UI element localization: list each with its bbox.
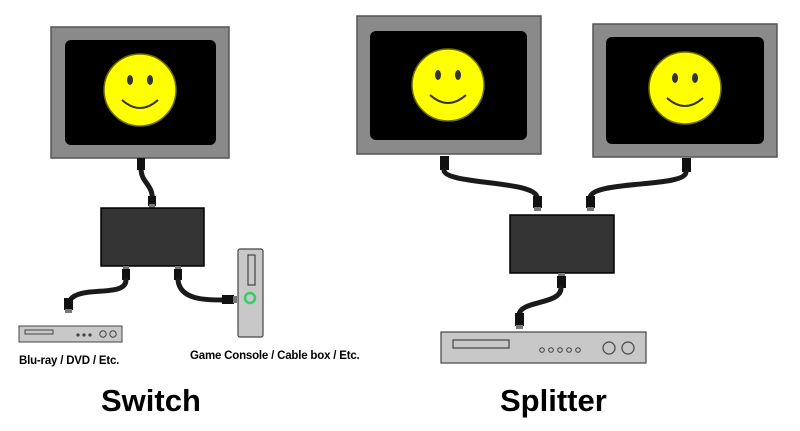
splitter-right-cable-icon (586, 158, 691, 211)
splitter-smiley-left-icon (411, 48, 485, 122)
switch-title: Switch (101, 383, 201, 418)
switch-console-cable-icon (174, 266, 237, 304)
splitter-title: Splitter (500, 383, 607, 418)
switch-bluray-cable-icon (64, 266, 130, 313)
switch-box-icon (100, 207, 205, 267)
splitter-source-cable-icon (515, 273, 566, 329)
switch-smiley-icon (103, 53, 177, 127)
game-console-label: Game Console / Cable box / Etc. (190, 350, 360, 362)
splitter-smiley-right-icon (648, 51, 722, 125)
splitter-left-cable-icon (440, 156, 542, 211)
switch-tv-cable-icon (137, 158, 156, 208)
switch-tv-icon (50, 26, 230, 159)
game-console-icon (237, 248, 264, 338)
splitter-tv-right-icon (592, 23, 778, 158)
splitter-player-icon (440, 331, 647, 364)
bluray-player-icon (18, 325, 123, 343)
bluray-label: Blu-ray / DVD / Etc. (19, 355, 120, 367)
splitter-box-icon (509, 214, 615, 274)
splitter-tv-left-icon (356, 15, 542, 155)
